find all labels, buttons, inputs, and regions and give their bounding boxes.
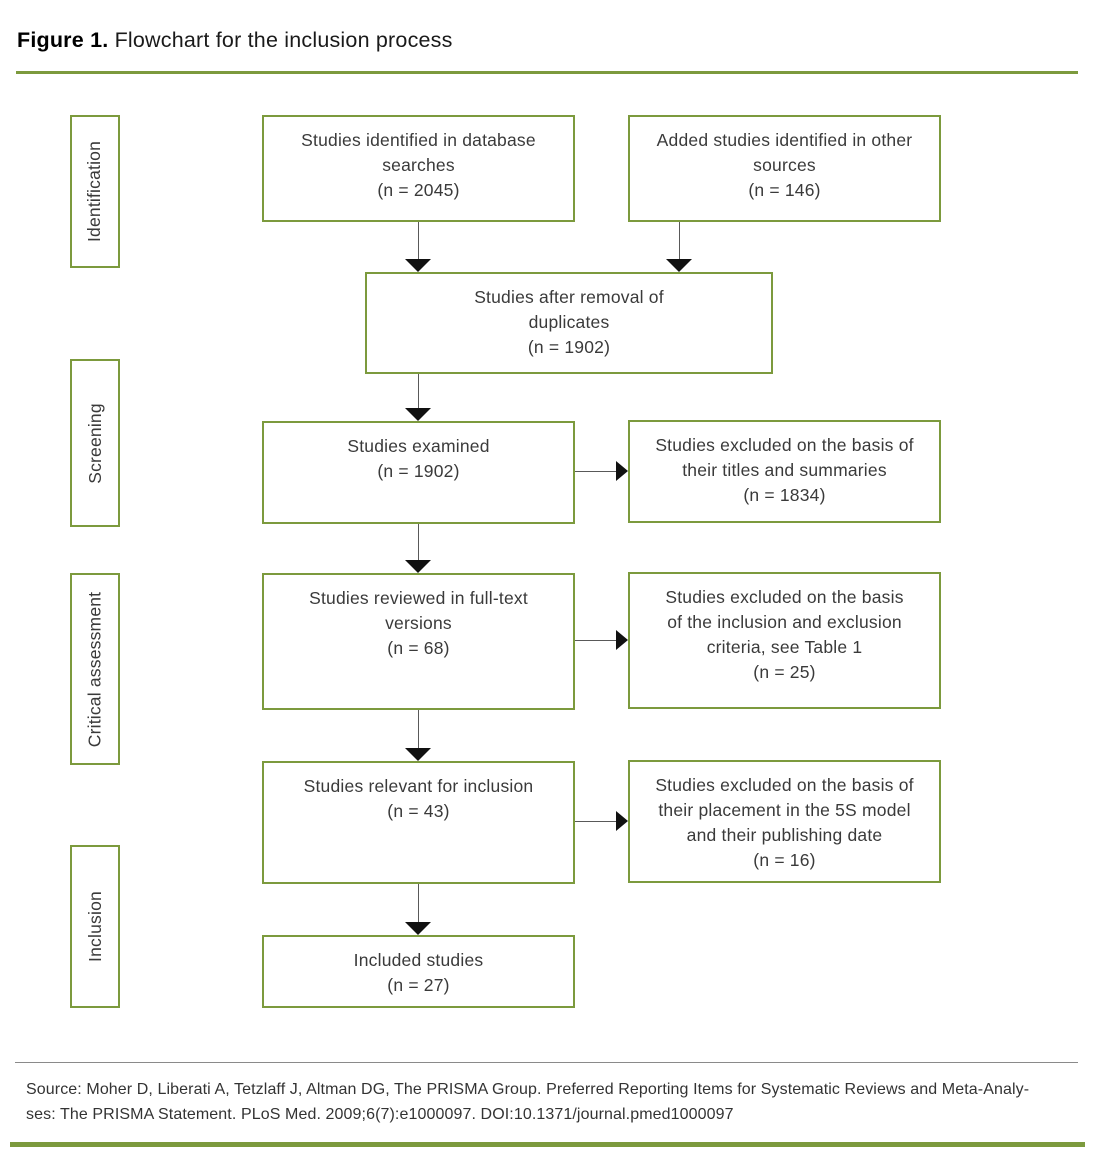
stage-label-screening: Screening [84, 402, 105, 484]
arrow-right-icon [616, 811, 628, 831]
figure-number-label: Figure 1. [17, 28, 109, 52]
connector-relevant-to-excluded [575, 821, 616, 822]
arrow-down-icon [405, 748, 431, 761]
connector-duplicates-to-examined [418, 374, 419, 409]
stage-box-inclusion: Inclusion [70, 845, 120, 1008]
title-divider-rule [16, 71, 1078, 74]
arrow-down-icon [666, 259, 692, 272]
flow-box-excluded-titles-summaries: Studies excluded on the basis of their t… [628, 420, 941, 523]
stage-label-critical-assessment: Critical assessment [84, 591, 105, 747]
source-citation: Source: Moher D, Liberati A, Tetzlaff J,… [26, 1077, 1029, 1127]
stage-label-inclusion: Inclusion [84, 891, 105, 962]
flow-box-studies-examined: Studies examined (n = 1902) [262, 421, 575, 524]
arrow-down-icon [405, 922, 431, 935]
source-citation-line2: ses: The PRISMA Statement. PLoS Med. 200… [26, 1106, 734, 1123]
connector-examined-to-excluded [575, 471, 616, 472]
flow-box-other-sources: Added studies identified in other source… [628, 115, 941, 222]
arrow-down-icon [405, 408, 431, 421]
figure-caption: Flowchart for the inclusion process [108, 28, 453, 52]
flow-box-relevant-for-inclusion: Studies relevant for inclusion (n = 43) [262, 761, 575, 884]
connector-relevant-to-included [418, 884, 419, 923]
connector-db-to-duplicates [418, 222, 419, 260]
source-citation-line1: Source: Moher D, Liberati A, Tetzlaff J,… [26, 1081, 1030, 1098]
stage-label-identification: Identification [84, 140, 105, 243]
stage-box-screening: Screening [70, 359, 120, 527]
flow-box-excluded-5s-model: Studies excluded on the basis of their p… [628, 760, 941, 883]
flow-box-included-studies: Included studies (n = 27) [262, 935, 575, 1008]
connector-fulltext-to-relevant [418, 710, 419, 749]
figure-title: Figure 1. Flowchart for the inclusion pr… [17, 28, 453, 53]
bottom-accent-rule [10, 1142, 1085, 1147]
source-divider-rule [15, 1062, 1078, 1063]
flow-box-database-searches: Studies identified in database searches … [262, 115, 575, 222]
connector-examined-to-fulltext [418, 524, 419, 561]
arrow-right-icon [616, 461, 628, 481]
arrow-down-icon [405, 560, 431, 573]
stage-box-critical-assessment: Critical assessment [70, 573, 120, 765]
flow-box-fulltext-reviewed: Studies reviewed in full-text versions (… [262, 573, 575, 710]
arrow-right-icon [616, 630, 628, 650]
connector-fulltext-to-excluded [575, 640, 616, 641]
flow-box-excluded-criteria: Studies excluded on the basis of the inc… [628, 572, 941, 709]
stage-box-identification: Identification [70, 115, 120, 268]
flow-box-duplicates-removed: Studies after removal of duplicates (n =… [365, 272, 773, 374]
arrow-down-icon [405, 259, 431, 272]
connector-other-to-duplicates [679, 222, 680, 260]
